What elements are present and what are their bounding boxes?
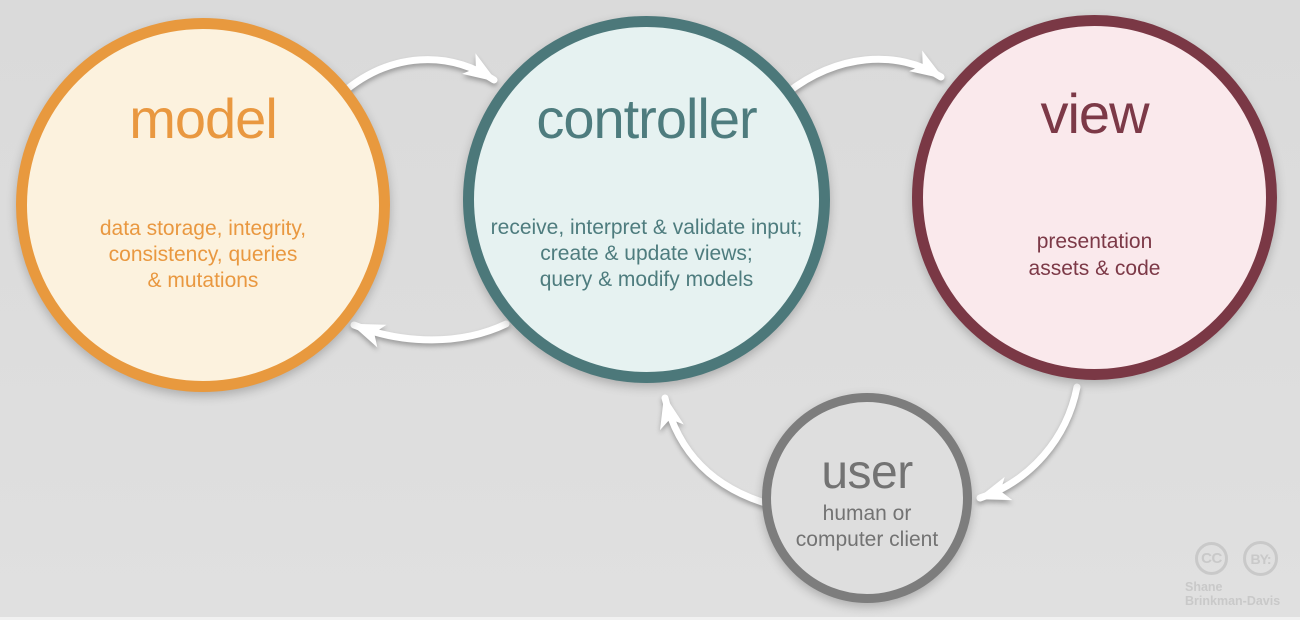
node-user-title: user [821, 446, 913, 499]
node-model: model data storage, integrity, consisten… [16, 18, 390, 392]
arrow-model-to-controller [342, 53, 498, 94]
desc-line: consistency, queries [108, 243, 298, 266]
cc-by-icon: BY: [1243, 541, 1278, 576]
desc-line: presentation [1036, 230, 1153, 253]
desc-line: assets & code [1028, 257, 1161, 280]
arrow-view-to-user [976, 383, 1081, 502]
desc-line: data storage, integrity, [99, 217, 307, 240]
cc-by-icon-label: BY: [1250, 550, 1271, 567]
arrow-user-to-controller [660, 394, 776, 509]
node-view-description: presentation assets & code [923, 228, 1266, 282]
node-view: view presentation assets & code [912, 15, 1277, 380]
cc-icon: CC [1195, 542, 1228, 575]
author-name-line: Shane [1185, 580, 1223, 594]
node-user-description: human or computer client [771, 501, 963, 553]
node-controller-title: controller [536, 87, 757, 150]
desc-line: query & modify models [539, 268, 754, 291]
cc-icon-label: CC [1201, 550, 1222, 567]
node-view-title: view [1040, 82, 1149, 145]
desc-line: & mutations [147, 269, 259, 292]
node-model-title: model [129, 87, 278, 150]
node-controller-description: receive, interpret & validate input; cre… [474, 215, 819, 293]
node-model-description: data storage, integrity, consistency, qu… [27, 216, 379, 294]
arrow-controller-to-view [783, 50, 945, 97]
desc-line: create & update views; [540, 242, 753, 265]
desc-line: computer client [795, 528, 939, 551]
node-controller: controller receive, interpret & validate… [463, 16, 830, 383]
author-name-line: Brinkman-Davis [1185, 593, 1281, 608]
arrow-controller-to-model [350, 320, 510, 348]
desc-line: receive, interpret & validate input; [490, 216, 803, 239]
author-credit: Shane Brinkman-Davis [1185, 580, 1281, 608]
desc-line: human or [822, 502, 912, 525]
slide-bottom-edge [0, 617, 1300, 620]
node-user: user human or computer client [762, 393, 972, 603]
